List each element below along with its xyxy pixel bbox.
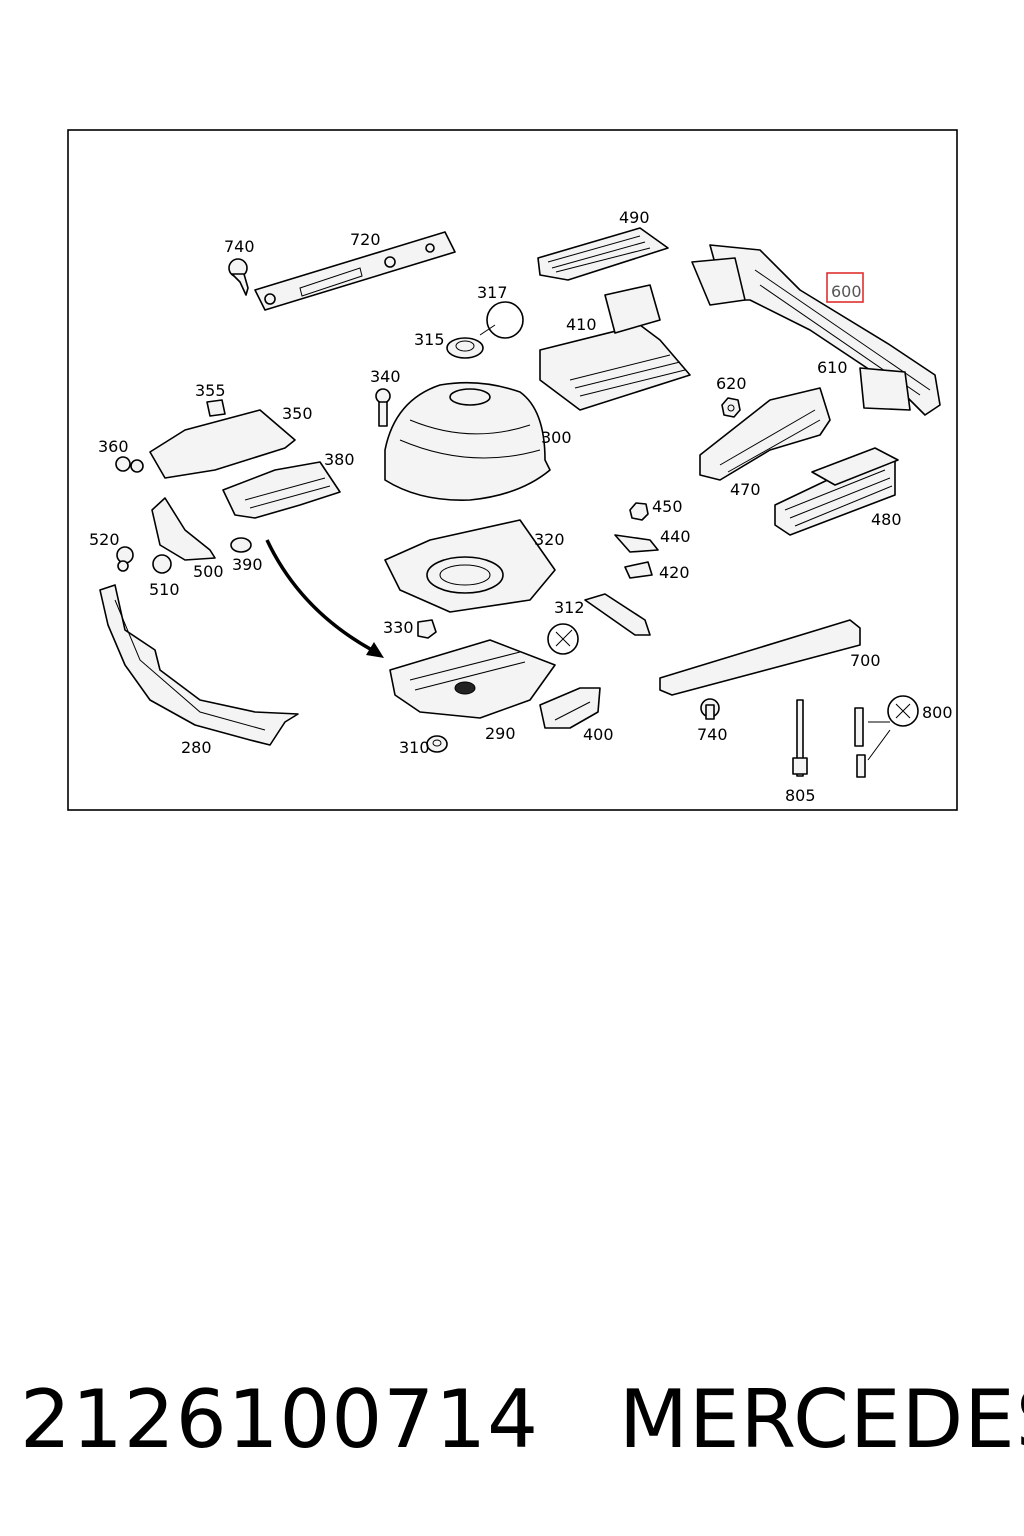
part-350-tray	[149, 399, 296, 479]
curved-arrow	[265, 539, 384, 658]
label-700: 700	[850, 651, 881, 670]
part-740-bolt	[700, 698, 720, 720]
part-400-bracket	[539, 687, 601, 729]
part-610-plate	[859, 367, 911, 411]
part-620-nut	[721, 397, 741, 418]
label-740-bottom: 740	[697, 725, 728, 744]
label-320: 320	[534, 530, 565, 549]
label-740-top: 740	[224, 237, 255, 256]
parts-diagram: 740 720 490 317 315 410 600 610 620 340 …	[67, 129, 958, 811]
part-320-insert	[384, 519, 556, 613]
label-480: 480	[871, 510, 902, 529]
part-500-bracket	[151, 497, 216, 561]
part-490-plate	[537, 227, 669, 281]
part-330-plug	[417, 619, 437, 639]
label-805: 805	[785, 786, 816, 805]
part-420-plate	[624, 561, 653, 579]
label-610: 610	[817, 358, 848, 377]
label-330: 330	[383, 618, 414, 637]
label-520: 520	[89, 530, 120, 549]
label-490: 490	[619, 208, 650, 227]
label-440: 440	[660, 527, 691, 546]
highlight-box-600	[826, 272, 864, 303]
label-600: 600	[831, 282, 862, 301]
label-420: 420	[659, 563, 690, 582]
label-350: 350	[282, 404, 313, 423]
label-317: 317	[477, 283, 508, 302]
part-380-bracket	[222, 461, 341, 519]
label-355: 355	[195, 381, 226, 400]
brand-name: MERCEDES	[618, 1373, 1024, 1466]
part-280-panel	[99, 584, 299, 746]
label-310: 310	[399, 738, 430, 757]
label-312: 312	[554, 598, 585, 617]
part-800-fasteners	[854, 695, 919, 778]
part-510-clip	[152, 554, 172, 574]
label-500: 500	[193, 562, 224, 581]
label-620: 620	[716, 374, 747, 393]
label-360: 360	[98, 437, 129, 456]
part-700-beam	[659, 619, 861, 696]
label-400: 400	[583, 725, 614, 744]
label-300: 300	[541, 428, 572, 447]
part-310-grommet	[426, 735, 448, 753]
part-480-panel	[774, 447, 899, 536]
label-720: 720	[350, 230, 381, 249]
part-390-grommet	[230, 537, 252, 553]
part-440-clip	[614, 534, 659, 553]
part-360-clip	[115, 456, 144, 473]
footer-caption: 2126100714 MERCEDES	[20, 1365, 1024, 1475]
part-410-panel	[539, 284, 691, 411]
label-380: 380	[324, 450, 355, 469]
part-290-tray	[389, 639, 556, 719]
part-315-grommet	[446, 301, 524, 359]
label-800: 800	[922, 703, 953, 722]
part-340-bolt	[375, 388, 391, 427]
label-510: 510	[149, 580, 180, 599]
part-740-screw	[228, 258, 249, 296]
label-470: 470	[730, 480, 761, 499]
part-number: 2126100714	[20, 1373, 539, 1466]
label-450: 450	[652, 497, 683, 516]
label-315: 315	[414, 330, 445, 349]
part-470-bracket	[699, 387, 831, 481]
part-450-nut	[629, 502, 649, 521]
part-805-bolt	[792, 699, 808, 777]
part-312-tube	[547, 593, 651, 655]
label-340: 340	[370, 367, 401, 386]
part-520-clip	[116, 546, 134, 572]
label-290: 290	[485, 724, 516, 743]
part-300-wheel-well	[384, 381, 551, 501]
label-280: 280	[181, 738, 212, 757]
label-390: 390	[232, 555, 263, 574]
part-720-cross-member	[254, 231, 456, 311]
label-410: 410	[566, 315, 597, 334]
diagram-frame	[67, 129, 958, 811]
